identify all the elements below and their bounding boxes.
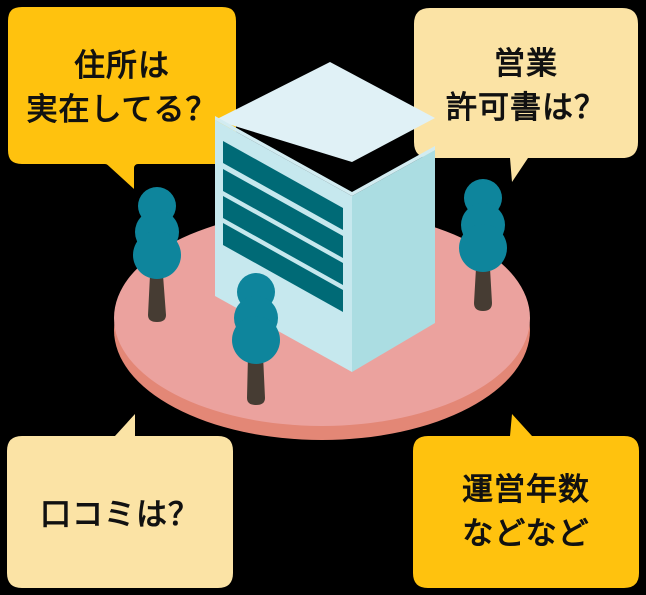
speech-bubble-reviews — [7, 414, 233, 588]
bubble-line: 住所は — [74, 48, 170, 84]
bubble-text-years: 運営年数 などなど — [413, 462, 639, 562]
bubble-line: 営業 — [494, 46, 558, 82]
tree-icon — [232, 273, 280, 405]
bubble-line: などなど — [462, 516, 590, 552]
bubble-text-reviews: 口コミは？ — [7, 470, 233, 560]
bubble-line: 口コミは？ — [40, 497, 200, 533]
bubble-text-address: 住所は 実在してる？ — [8, 38, 236, 138]
speech-bubble-years — [413, 414, 639, 588]
bubble-line: 運営年数 — [462, 472, 590, 508]
bubble-text-license: 営業 許可書は？ — [414, 36, 638, 136]
speech-bubble-address — [0, 0, 244, 202]
bubble-line: 実在してる？ — [26, 92, 218, 128]
speech-bubble-license — [414, 8, 638, 182]
tree-icon — [133, 187, 181, 322]
building-windows — [223, 141, 343, 312]
bubble-line: 許可書は？ — [446, 90, 606, 126]
tree-icon — [459, 179, 507, 311]
